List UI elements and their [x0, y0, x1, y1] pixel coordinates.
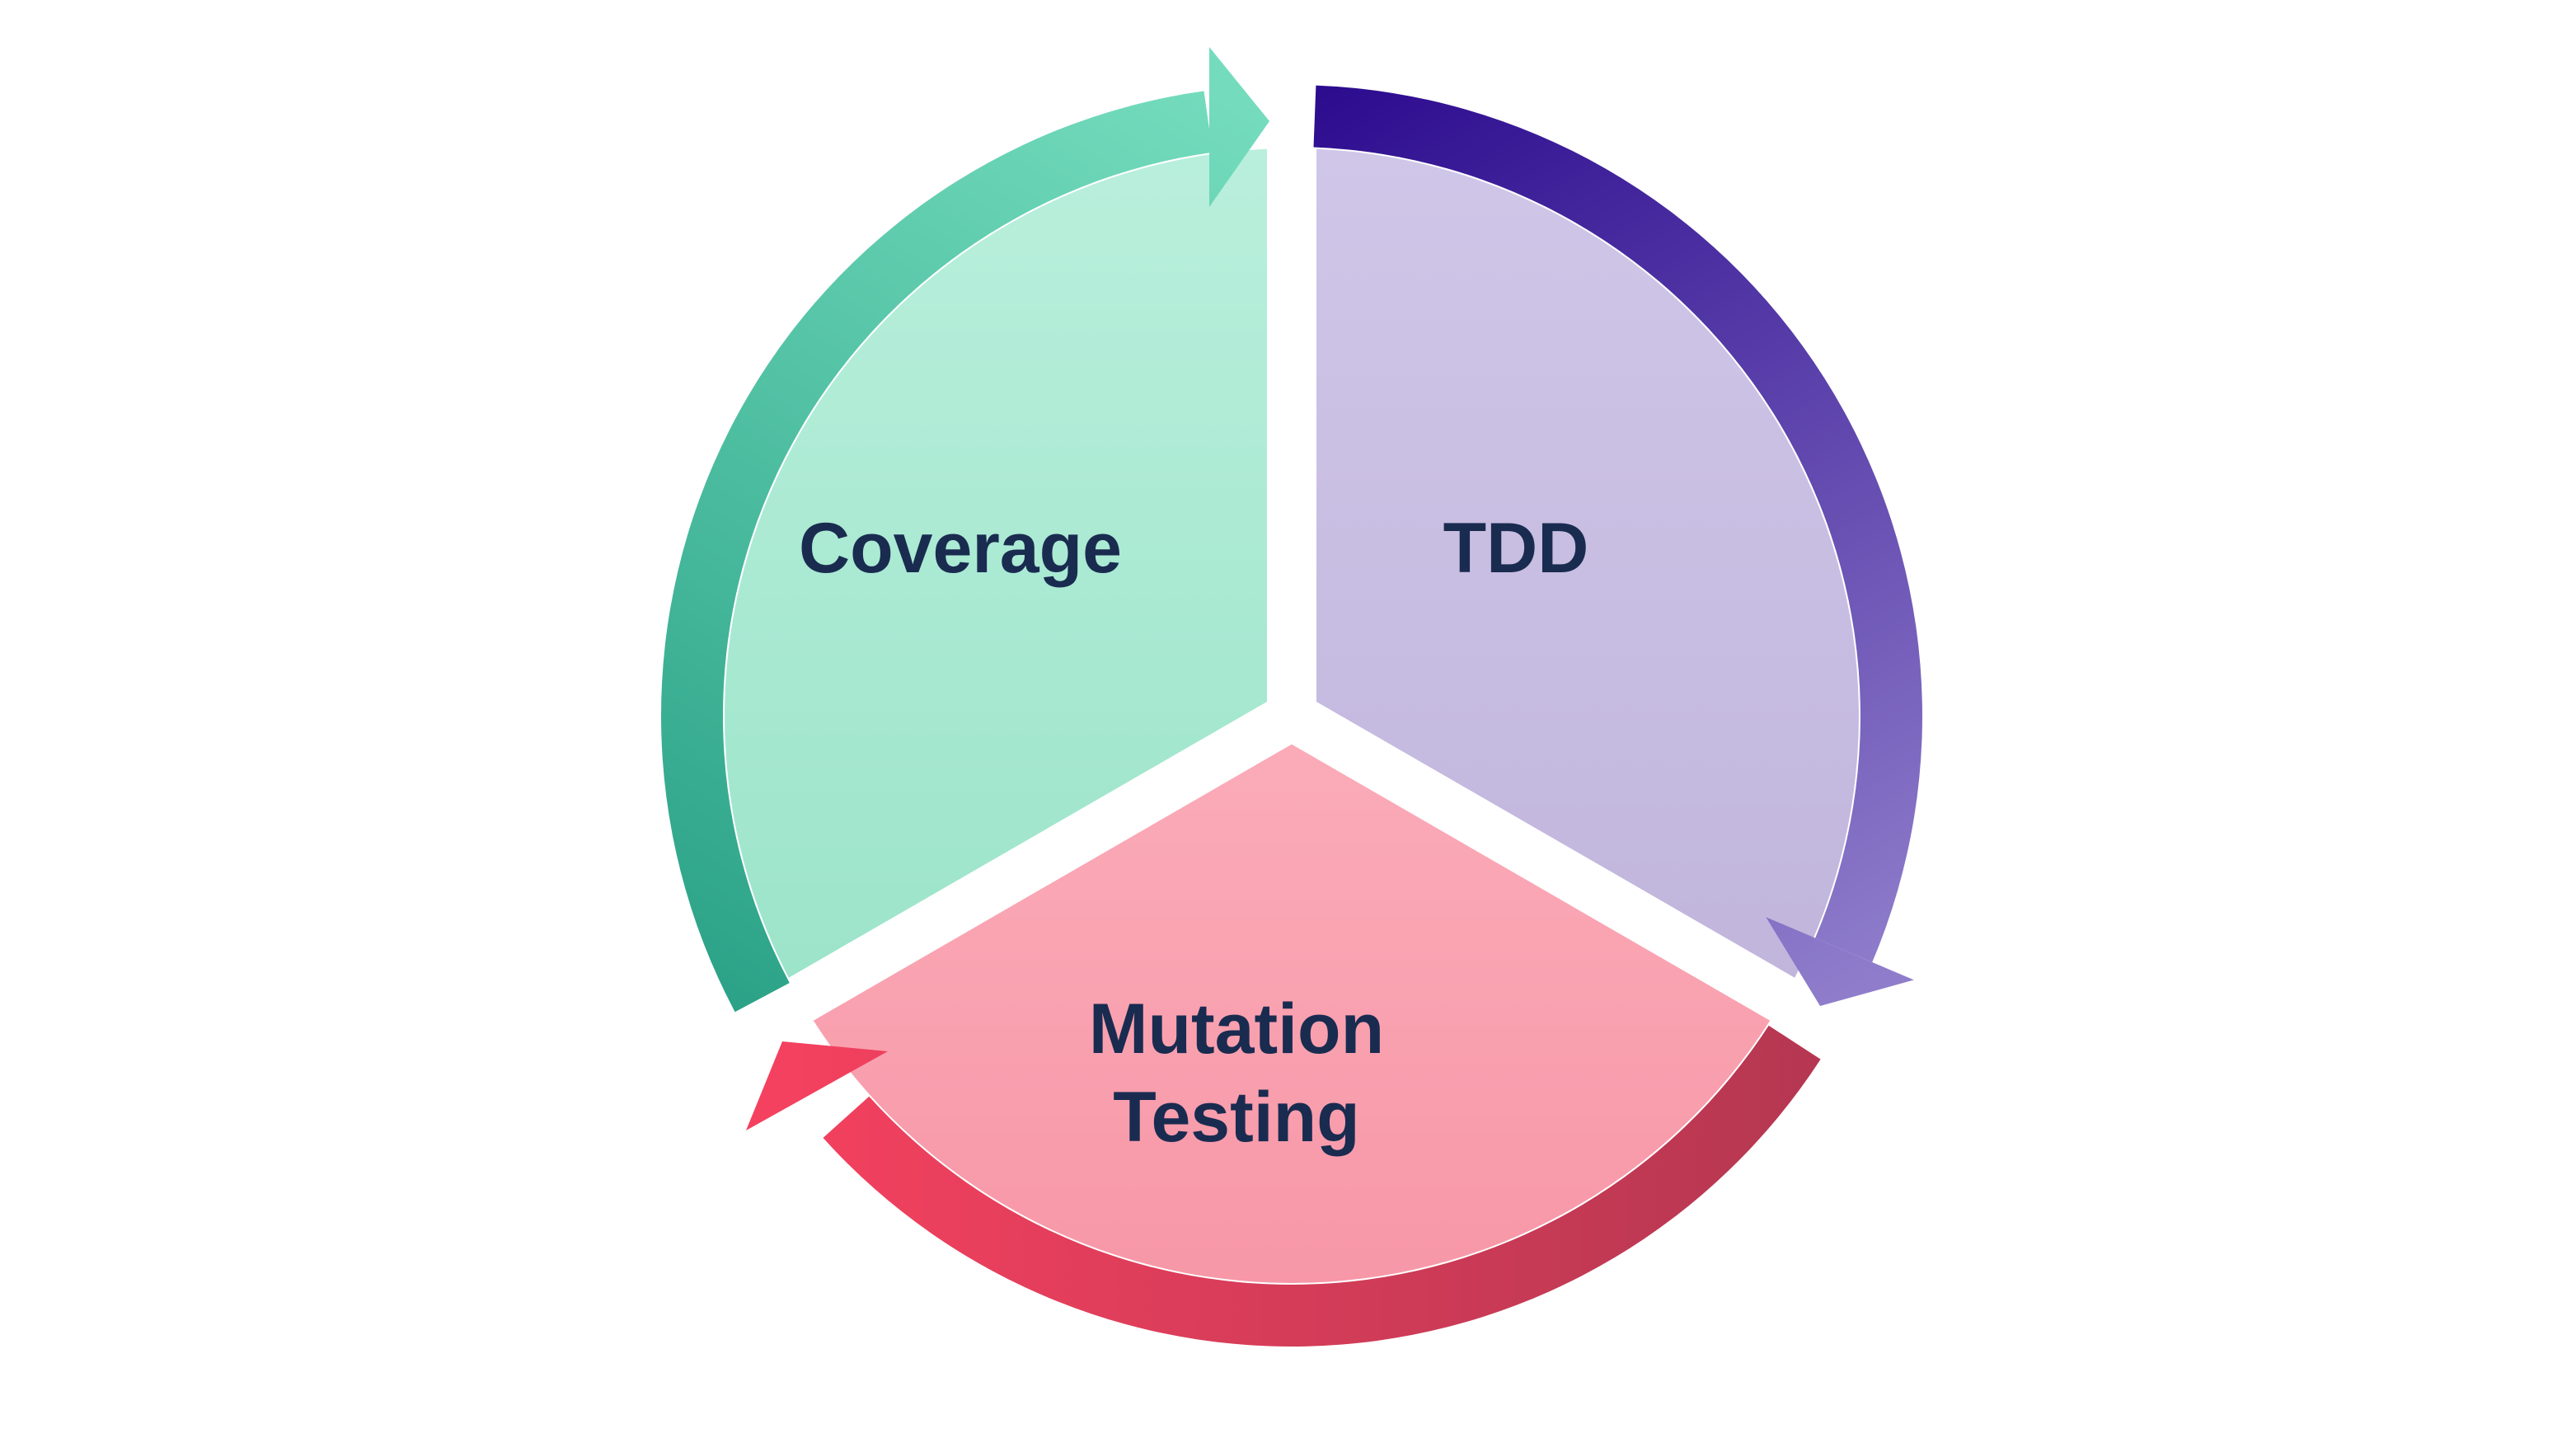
- tdd-arc-band: [1313, 85, 1922, 962]
- tdd-sector: [1316, 148, 1859, 978]
- coverage-arrowhead-icon: [1209, 47, 1269, 207]
- mutation-testing-sector: [813, 744, 1771, 1283]
- coverage-label: Coverage: [799, 509, 1122, 588]
- mutation-testing-label-line1: Mutation: [1089, 989, 1384, 1069]
- mutation-testing-arrowhead-icon: [746, 1041, 888, 1130]
- mutation-testing-label-line2: Testing: [1113, 1078, 1359, 1157]
- coverage-sector: [725, 148, 1267, 978]
- coverage-arc-band: [660, 91, 1213, 1013]
- tdd-label: TDD: [1443, 509, 1589, 588]
- tdd-arrowhead-icon: [1766, 917, 1914, 1006]
- mutation-testing-arc-band: [823, 1025, 1821, 1347]
